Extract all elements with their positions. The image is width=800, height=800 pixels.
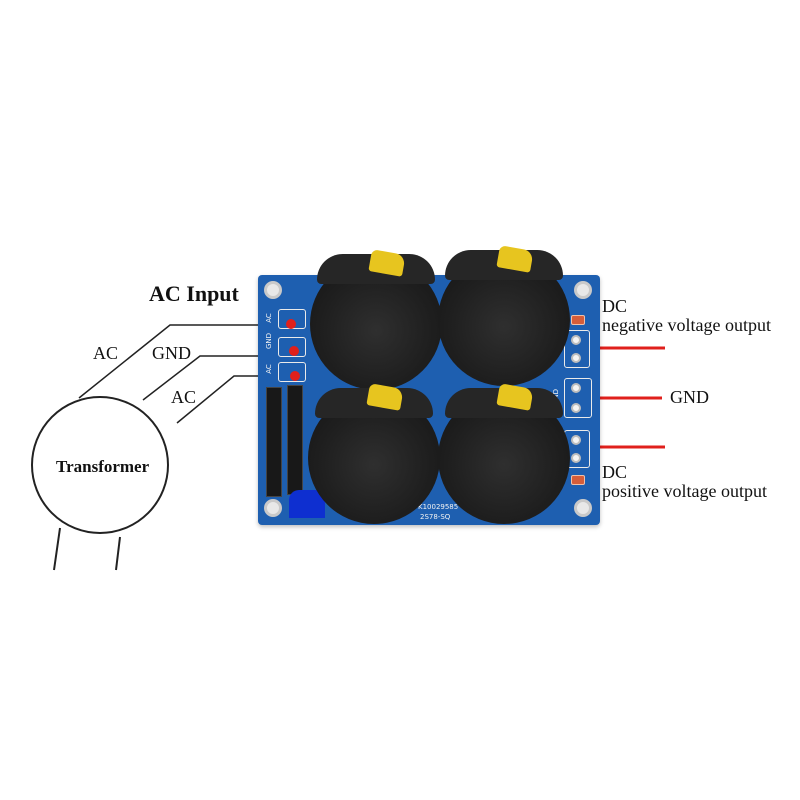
label-dc-bottom: DC [602, 462, 628, 482]
wire-point-ac2 [290, 371, 300, 381]
ac-top-wire [78, 324, 282, 399]
label-gnd-left: GND [152, 343, 191, 363]
mount-hole-bl [264, 499, 282, 517]
terminal-negative [564, 330, 590, 368]
led-top [571, 315, 585, 325]
transformer-lead-right [115, 536, 121, 571]
rectifier-right [287, 385, 303, 495]
capacitor-top-left [310, 249, 442, 390]
terminal-gnd [278, 337, 306, 357]
silk-gnd: GND [265, 332, 274, 350]
pad-neg-2 [571, 353, 581, 363]
terminal-ac2 [278, 362, 306, 382]
wire-point-gnd [289, 346, 299, 356]
capacitor-top-right [438, 245, 570, 386]
wire-point-ac1 [286, 319, 296, 329]
label-transformer: Transformer [56, 457, 150, 476]
transformer-circle [31, 396, 169, 534]
ac-input-title: AC Input [149, 281, 239, 306]
mount-hole-tr [574, 281, 592, 299]
silk-id-1: K10029585 [418, 503, 459, 511]
transformer-lead-left [53, 527, 61, 571]
pad-gnd-1 [571, 383, 581, 393]
pad-pos-1 [571, 435, 581, 445]
pad-pos-2 [571, 453, 581, 463]
mount-hole-tl [264, 281, 282, 299]
label-positive-output: positive voltage output [602, 481, 767, 501]
silk-id-2: 2S78-SQ [420, 513, 451, 521]
label-ac-top: AC [93, 343, 119, 363]
label-ac-bottom: AC [171, 387, 197, 407]
silk-ac1: AC [264, 313, 273, 323]
label-dc-top: DC [602, 296, 628, 316]
terminal-gnd-right [564, 378, 592, 418]
rectifier-left [266, 387, 282, 497]
label-gnd-right: GND [670, 387, 709, 407]
mount-hole-br [574, 499, 592, 517]
pad-neg-1 [571, 335, 581, 345]
silk-ac2: AC [264, 364, 273, 374]
pad-gnd-2 [571, 403, 581, 413]
led-bottom [571, 475, 585, 485]
capacitor-bottom-left [308, 383, 440, 524]
capacitor-bottom-right [438, 383, 570, 524]
label-negative-output: negative voltage output [602, 315, 771, 335]
